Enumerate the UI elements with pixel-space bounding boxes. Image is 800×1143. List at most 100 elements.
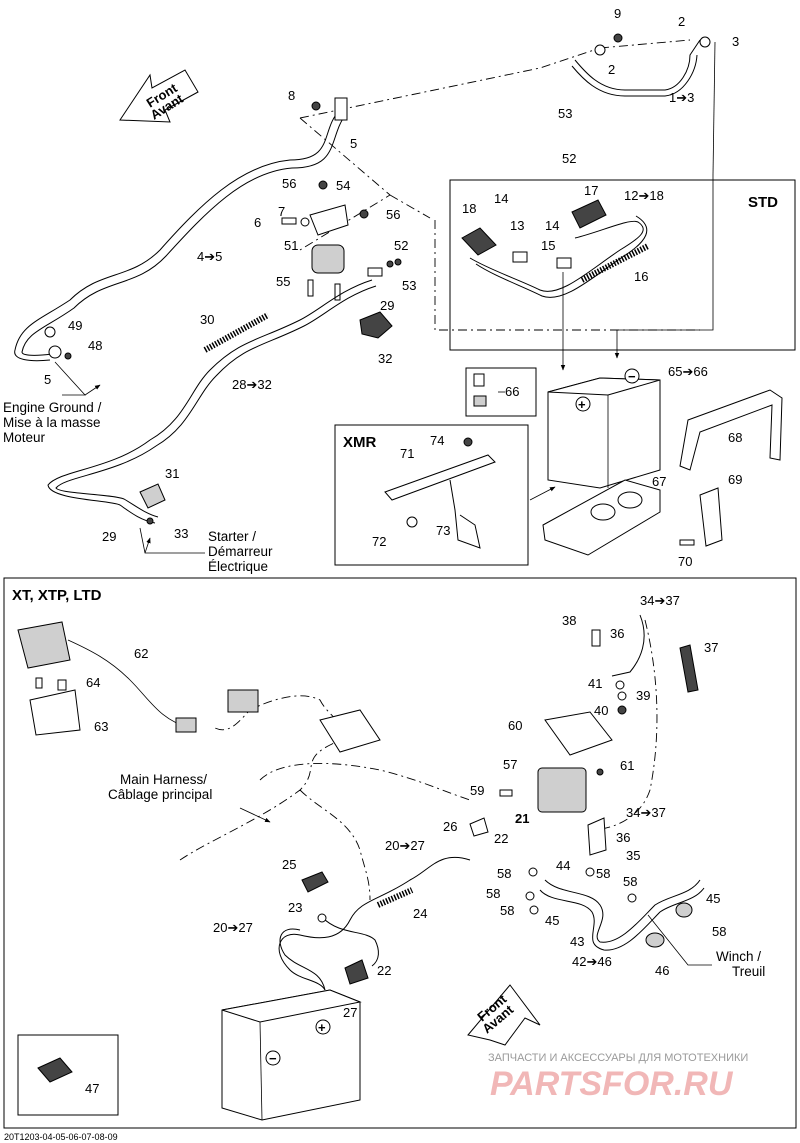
terminal-5	[48, 345, 62, 359]
std-cable-12-18	[469, 220, 644, 292]
cable-22	[322, 917, 379, 967]
xmr-title: XMR	[343, 434, 377, 451]
callout: 59	[470, 783, 484, 798]
callout: 7	[278, 204, 285, 219]
arrow-xmr-to-battery	[529, 486, 556, 501]
bracket-63	[29, 689, 81, 736]
boot-27	[344, 959, 369, 985]
nut-58b	[525, 891, 535, 901]
boot-46	[645, 932, 665, 948]
module-62	[17, 621, 71, 669]
svg-text:−: −	[269, 1051, 277, 1066]
boot-45	[675, 902, 693, 918]
terminal-29	[367, 267, 383, 277]
arrow-to-battery-negative	[614, 175, 714, 359]
callout: 32	[378, 351, 392, 366]
watermark: ЗАПЧАСТИ И АКСЕССУАРЫ ДЛЯ МОТОТЕХНИКИ PA…	[488, 1052, 748, 1103]
callout: 47	[85, 1081, 99, 1096]
winch-line2: Treuil	[732, 964, 765, 979]
sleeve-16	[580, 243, 650, 283]
callout: 8	[288, 88, 295, 103]
callout: 5	[44, 372, 51, 387]
callout: 36	[610, 626, 624, 641]
callout: 26	[443, 819, 457, 834]
main-harness-line1: Main Harness/	[120, 772, 207, 787]
callout: 22	[494, 831, 508, 846]
callout: 21	[515, 811, 529, 826]
terminal-23	[317, 913, 327, 923]
terminal-36b	[587, 817, 607, 856]
nut-58d	[627, 893, 637, 903]
callout: 53	[402, 278, 416, 293]
callout: 16	[634, 269, 648, 284]
bracket-5	[334, 97, 348, 121]
bracket-69	[699, 487, 723, 547]
callout: 2	[608, 62, 615, 77]
callout: 24	[413, 906, 427, 921]
std-cable-12-18-inner	[475, 215, 648, 298]
boot-17	[571, 199, 607, 229]
callout: 73	[436, 523, 450, 538]
callout: 44	[556, 858, 570, 873]
solenoid-bracket-54	[309, 204, 349, 236]
bolt-49	[44, 326, 56, 338]
callout: 17	[584, 183, 598, 198]
svg-text:+: +	[318, 1020, 326, 1035]
callout-numbers: 9 2 3 2 1➔3 8 5 53 52 56 54 6 7 56 51 52…	[44, 6, 742, 1096]
nut-58c	[529, 905, 539, 915]
callout: 40	[594, 703, 608, 718]
callout: 53	[558, 106, 572, 121]
nut-58a	[528, 867, 538, 877]
callout: 56	[282, 176, 296, 191]
callout: 12➔18	[624, 188, 664, 203]
callout: 46	[655, 963, 669, 978]
callout: 14	[494, 191, 508, 206]
winch-cable-34-37-dashed	[589, 619, 658, 831]
washer-7	[300, 217, 310, 227]
main-harness-line2: Câblage principal	[108, 787, 212, 802]
callout: 33	[174, 526, 188, 541]
callout: 45	[545, 913, 559, 928]
nut-56a	[318, 180, 328, 190]
nut-61	[596, 768, 604, 776]
callout: 43	[570, 934, 584, 949]
starter-cable-28-32-inner	[55, 285, 377, 518]
engine-ground-line1: Engine Ground /	[3, 400, 102, 415]
callout: 60	[508, 718, 522, 733]
harness-connector-b	[175, 717, 197, 733]
callout: 69	[728, 472, 742, 487]
text-labels: Engine Ground / Mise à la masse Moteur S…	[3, 400, 765, 979]
callout: 49	[68, 318, 82, 333]
tray-hole-b	[617, 491, 643, 509]
callout: 56	[386, 207, 400, 222]
callout: 65➔66	[668, 364, 708, 379]
bottom-section: + − Front Avant	[17, 614, 712, 1121]
assembly-dash-line-mid	[299, 117, 431, 251]
winch-cable-36	[611, 614, 645, 677]
tray-hole-a	[590, 503, 616, 521]
callout: 29	[102, 529, 116, 544]
callout: 58	[712, 924, 726, 939]
starter-line1: Starter /	[208, 529, 256, 544]
callout: 58	[596, 866, 610, 881]
callout: 34➔37	[640, 593, 680, 608]
callout: 48	[88, 338, 102, 353]
svg-text:+: +	[578, 397, 586, 412]
callout: 57	[503, 757, 517, 772]
winch-relay-57	[537, 767, 587, 813]
svg-text:−: −	[628, 369, 636, 384]
callout: 39	[636, 688, 650, 703]
callout: 22	[377, 963, 391, 978]
nut-33	[146, 517, 154, 525]
callout: 30	[200, 312, 214, 327]
terminal-26	[469, 817, 489, 837]
positive-terminal-icon	[575, 396, 591, 412]
module-62-wire	[67, 639, 191, 729]
washer-41	[615, 680, 625, 690]
ground-cable-4-5-inner	[21, 113, 347, 356]
battery-xt: + −	[221, 989, 362, 1121]
starter-line2: Démarreur	[208, 544, 273, 559]
fuse-box	[319, 709, 381, 753]
winch-line1: Winch /	[716, 949, 761, 964]
battery-strap-68	[679, 389, 783, 471]
